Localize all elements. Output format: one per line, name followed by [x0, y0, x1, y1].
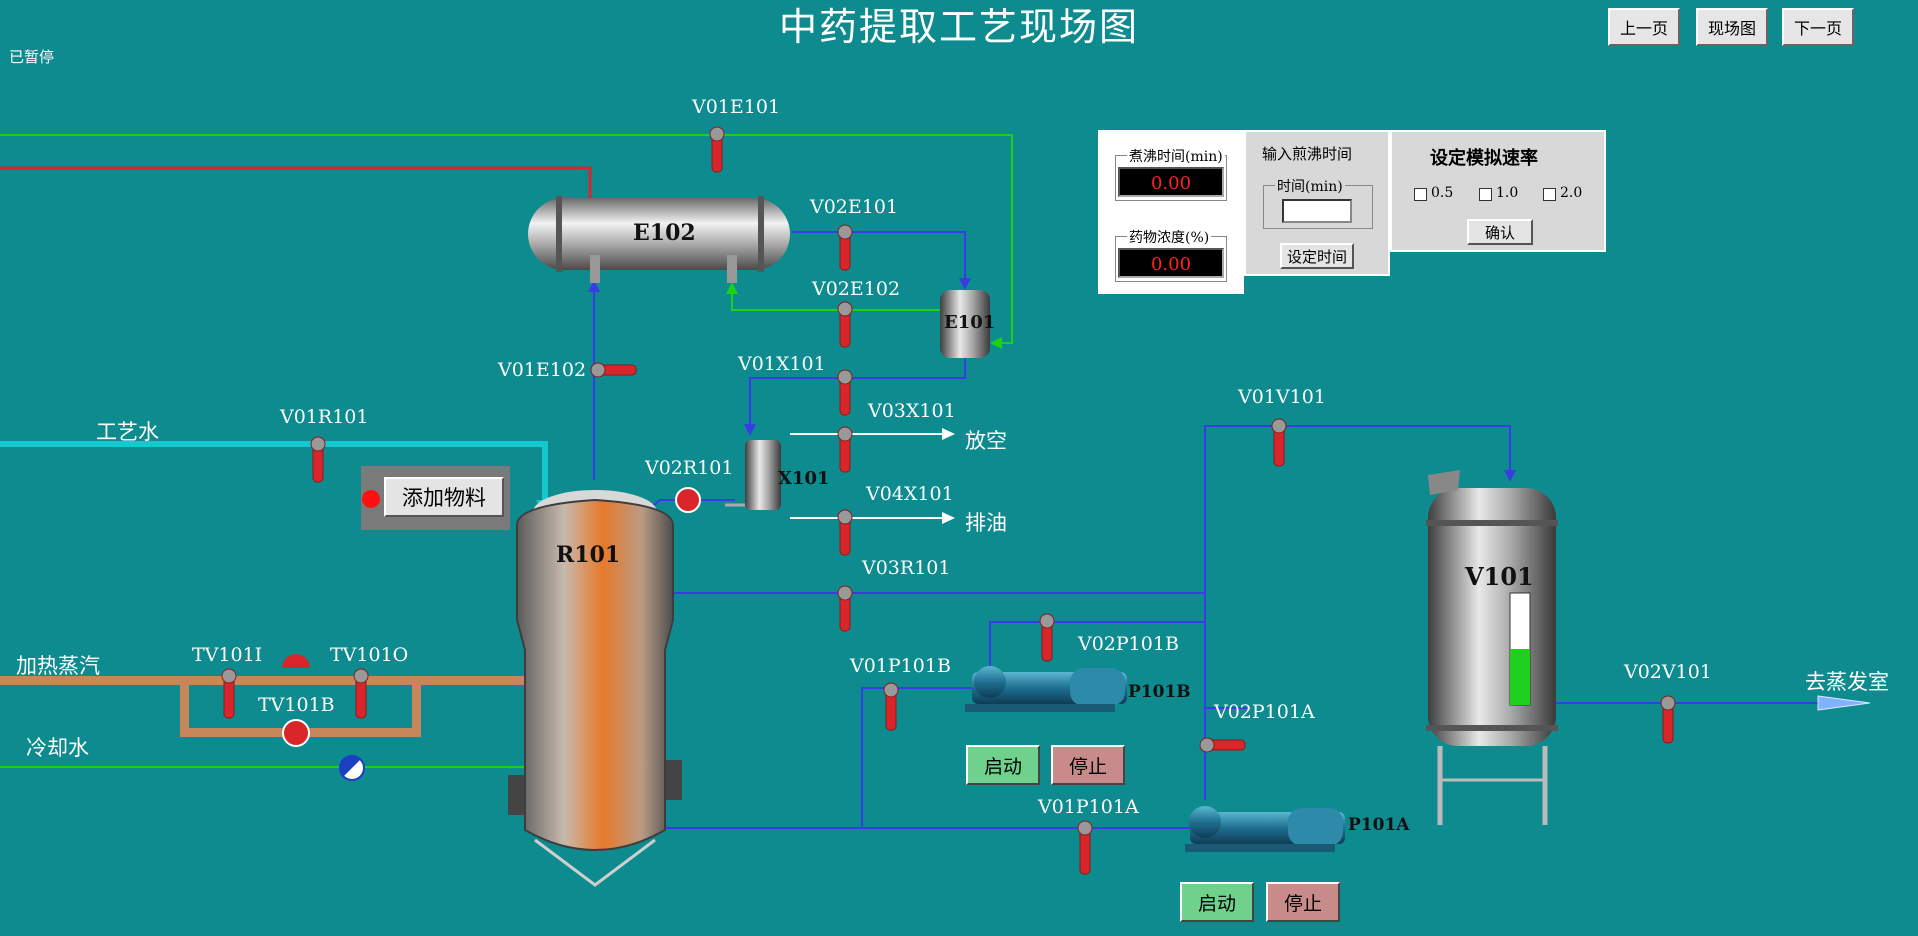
valve-v01e101[interactable]: V01E101 [692, 96, 781, 118]
valve-v02v101[interactable]: V02V101 [1624, 661, 1712, 683]
pump-a-start-button[interactable]: 启动 [1180, 882, 1254, 922]
e102-label: E102 [633, 220, 696, 246]
p101b-label: P101B [1128, 682, 1191, 702]
field-view-button[interactable]: 现场图 [1696, 8, 1768, 46]
v101-level-fill [1510, 649, 1530, 705]
concentration-label: 药物浓度(%) [1127, 227, 1212, 247]
valve-v02e102[interactable]: V02E102 [812, 278, 901, 300]
pump-p101b [965, 666, 1127, 712]
x101-label: X101 [778, 468, 830, 489]
pump-b-stop-button[interactable]: 停止 [1051, 745, 1125, 785]
page-title: 中药提取工艺现场图 [778, 5, 1139, 49]
cooling-water-label: 冷却水 [26, 736, 89, 760]
x101-body [745, 440, 781, 510]
e102-body [528, 198, 790, 270]
valve-tv101b[interactable]: TV101B [258, 694, 335, 716]
valve-v01p101b-shape [883, 682, 899, 731]
add-material-button[interactable]: 添加物料 [384, 477, 504, 517]
vent-label: 放空 [965, 429, 1007, 453]
valve-v02v101-shape [1660, 695, 1676, 744]
rate-checkbox-2-0[interactable] [1543, 188, 1556, 201]
pump-a-stop-button[interactable]: 停止 [1266, 882, 1340, 922]
process-water-label: 工艺水 [96, 420, 159, 444]
set-time-button[interactable]: 设定时间 [1280, 243, 1354, 269]
valve-v02p101a[interactable]: V02P101A [1214, 701, 1315, 723]
valve-v02p101b-shape [1039, 613, 1055, 662]
rate-option-0-5: 0.5 [1431, 185, 1454, 201]
valve-v03x101-shape [837, 426, 853, 473]
valve-v01e101-shape [709, 126, 725, 173]
time-input-legend: 时间(min) [1275, 176, 1345, 196]
e101-label: E101 [944, 312, 996, 333]
valve-tv101i[interactable]: TV101I [192, 644, 263, 666]
valve-v01v101[interactable]: V01V101 [1238, 386, 1326, 408]
next-page-button[interactable]: 下一页 [1782, 8, 1854, 46]
valve-v02e102-shape [837, 301, 853, 348]
time-input-field[interactable] [1282, 199, 1352, 223]
simulation-status: 已暂停 [9, 48, 55, 66]
valve-tv101o-shape [353, 668, 369, 719]
pump-b-start-button[interactable]: 启动 [966, 745, 1040, 785]
valve-v03r101[interactable]: V03R101 [862, 557, 951, 579]
blue-pipe-return [665, 425, 1511, 594]
valve-tv101i-shape [221, 668, 237, 719]
valve-v01x101[interactable]: V01X101 [738, 353, 826, 375]
blue-pipe-e101-x101 [749, 355, 966, 430]
r101-body [516, 498, 674, 851]
rate-option-2-0: 2.0 [1560, 185, 1583, 201]
v101-body [1428, 488, 1556, 746]
add-material-indicator [362, 490, 380, 508]
p101a-label: P101A [1348, 815, 1410, 835]
valve-v04x101-shape [837, 509, 853, 556]
valve-v01p101a-shape [1077, 820, 1093, 875]
valve-tv101o[interactable]: TV101O [330, 644, 409, 666]
rate-checkbox-1-0[interactable] [1479, 188, 1492, 201]
blue-pipe-e102-e101 [792, 231, 966, 283]
valve-v02r101[interactable]: V02R101 [645, 457, 734, 479]
valve-v03r101-shape [837, 585, 853, 632]
valve-v01e102[interactable]: V01E102 [498, 359, 587, 381]
red-pipe [0, 166, 592, 200]
rate-checkbox-0-5[interactable] [1414, 188, 1427, 201]
valve-v02p101b[interactable]: V02P101B [1078, 633, 1179, 655]
simulation-rate-heading: 设定模拟速率 [1430, 148, 1538, 169]
heating-steam-label: 加热蒸汽 [16, 654, 100, 678]
e101-body [940, 290, 990, 358]
valve-v01r101[interactable]: V01R101 [280, 406, 369, 428]
green-pipe-e101 [0, 134, 1013, 344]
valve-v01v101-shape [1271, 418, 1287, 467]
r101-label: R101 [556, 542, 621, 568]
to-evaporator-label: 去蒸发室 [1805, 670, 1889, 694]
valve-v01p101b[interactable]: V01P101B [850, 655, 951, 677]
concentration-display: 0.00 [1118, 248, 1224, 278]
process-water-pipe [0, 441, 548, 505]
valve-v01p101a[interactable]: V01P101A [1038, 796, 1139, 818]
green-pipe-e101-e102 [731, 288, 940, 311]
valve-v03x101[interactable]: V03X101 [868, 400, 956, 422]
valve-v02r101-wheel [675, 487, 701, 513]
valve-v02p101a-shape [1199, 737, 1246, 753]
rate-option-1-0: 1.0 [1496, 185, 1519, 201]
steam-pipe [0, 676, 525, 685]
valve-v02e101-shape [837, 224, 853, 271]
time-input-heading: 输入煎沸时间 [1262, 145, 1353, 163]
boil-time-display: 0.00 [1118, 167, 1224, 197]
prev-page-button[interactable]: 上一页 [1608, 8, 1680, 46]
valve-tv101b-wheel [282, 719, 310, 747]
valve-v02e101[interactable]: V02E101 [810, 196, 899, 218]
v101-label: V101 [1465, 562, 1534, 591]
drain-oil-label: 排油 [965, 511, 1007, 535]
boil-time-label: 煮沸时间(min) [1127, 146, 1225, 166]
pump-p101a [1185, 806, 1345, 852]
valve-v01r101-shape [310, 436, 326, 483]
confirm-rate-button[interactable]: 确认 [1467, 219, 1533, 245]
valve-v04x101[interactable]: V04X101 [866, 483, 954, 505]
valve-v01e102-shape [590, 362, 637, 378]
valve-v01x101-shape [837, 369, 853, 416]
